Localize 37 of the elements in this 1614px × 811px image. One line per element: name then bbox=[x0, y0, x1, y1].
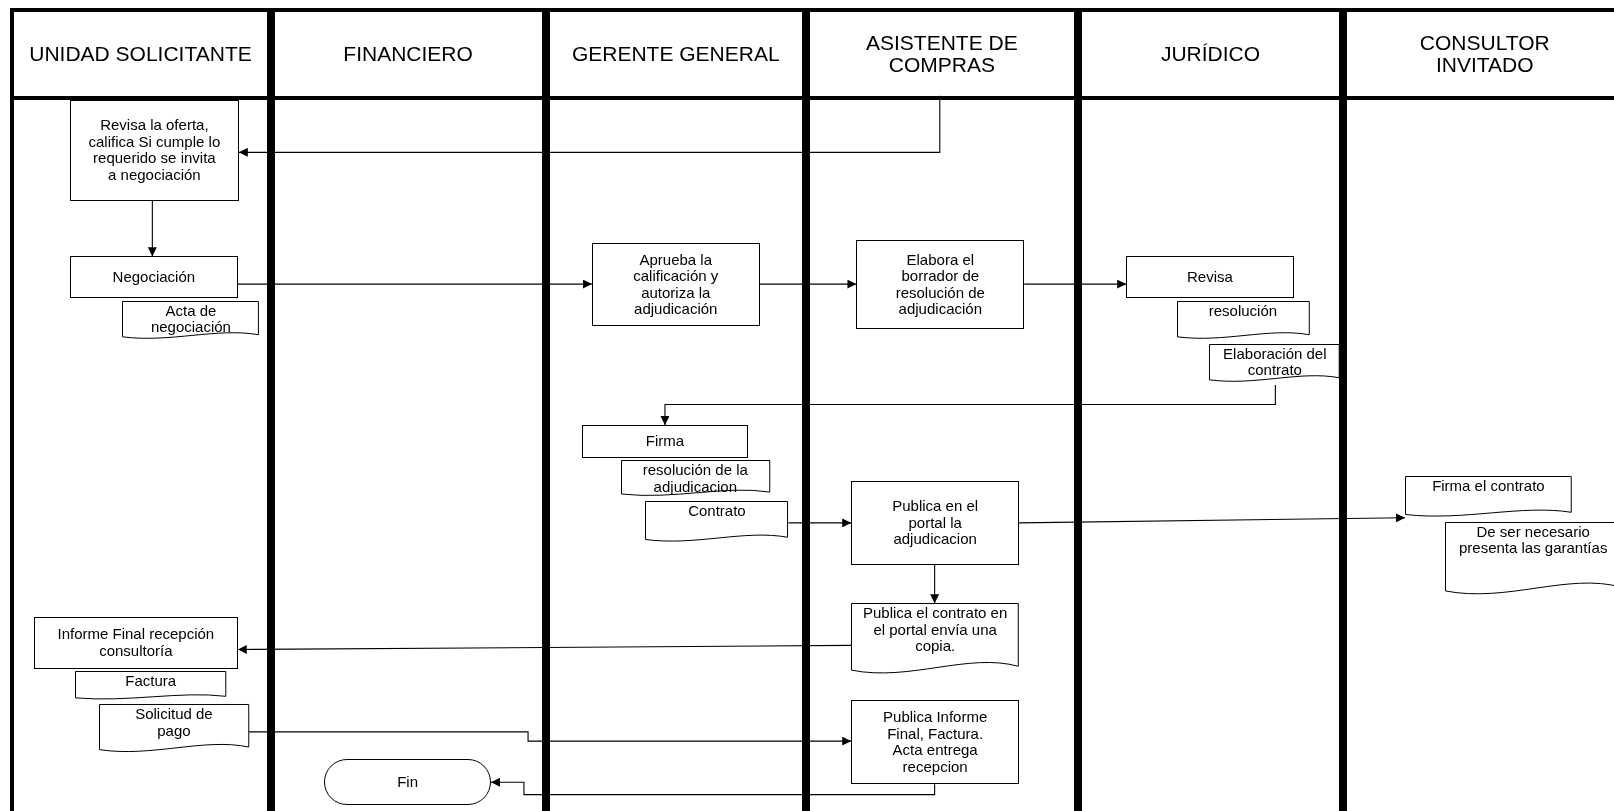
swimlane bbox=[10, 8, 271, 811]
arrow bbox=[238, 95, 941, 157]
swimlane bbox=[1077, 8, 1344, 811]
document-shape: resolución bbox=[1176, 300, 1310, 342]
document-shape: Elaboración del contrato bbox=[1209, 343, 1341, 385]
arrow bbox=[237, 279, 593, 289]
swimlane bbox=[270, 8, 546, 811]
swimlane bbox=[545, 8, 806, 811]
process-box: Firma bbox=[581, 425, 749, 459]
arrow bbox=[759, 279, 857, 289]
document-shape: Firma el contrato bbox=[1405, 475, 1572, 520]
lane-header: GERENTE GENERAL bbox=[549, 12, 802, 100]
arrow bbox=[660, 384, 1276, 426]
lane-header: FINANCIERO bbox=[274, 12, 542, 100]
process-box: Publica en el portal la adjudicacion bbox=[851, 480, 1020, 566]
process-box: Elabora el borrador de resolución de adjudicación bbox=[856, 239, 1025, 330]
arrow bbox=[147, 200, 157, 257]
process-box: Publica Informe Final, Factura. Acta entrega recepcion bbox=[851, 699, 1020, 785]
swimlane bbox=[805, 8, 1078, 811]
document-shape: Acta de negociación bbox=[122, 300, 260, 342]
process-box: Aprueba la calificación y autoriza la adjudicación bbox=[591, 242, 760, 327]
swimlane bbox=[1343, 8, 1614, 811]
process-box: Negociación bbox=[69, 256, 238, 299]
lane-header: ASISTENTE DE COMPRAS bbox=[809, 12, 1074, 100]
arrow bbox=[237, 644, 852, 654]
document-shape: Factura bbox=[75, 671, 227, 702]
arrow bbox=[787, 518, 852, 528]
arrow bbox=[1023, 279, 1127, 289]
arrow bbox=[930, 564, 940, 604]
lane-header: JURÍDICO bbox=[1081, 12, 1340, 100]
arrow bbox=[490, 777, 936, 796]
arrow bbox=[248, 731, 852, 746]
arrow bbox=[1018, 513, 1406, 524]
process-box: Revisa la oferta, califica Si cumple lo requerido se invita a negociación bbox=[69, 99, 239, 201]
process-box: Revisa bbox=[1126, 256, 1294, 299]
lane-header: CONSULTOR INVITADO bbox=[1347, 12, 1614, 100]
terminator-shape: Fin bbox=[324, 758, 491, 805]
